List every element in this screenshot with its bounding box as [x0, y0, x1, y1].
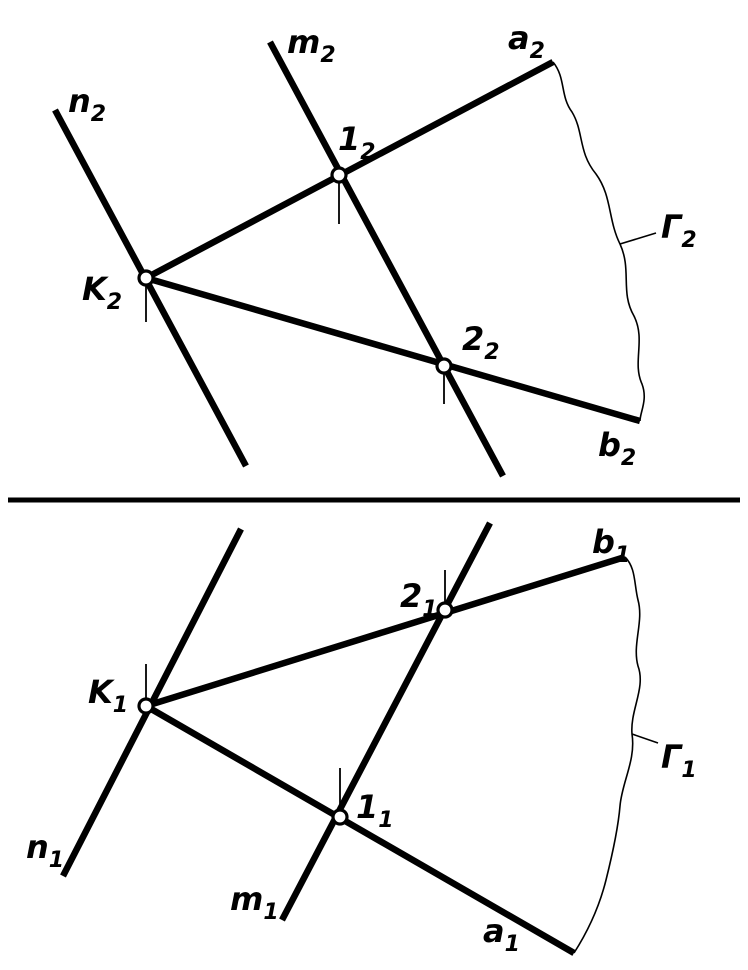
label-b1: b1: [592, 523, 630, 568]
surface-gamma-2-leader: [619, 232, 657, 245]
label-k1: K1: [88, 673, 128, 718]
point-21: [436, 601, 454, 619]
label-n1: n1: [26, 828, 64, 873]
point-k1: [137, 697, 155, 715]
point-12: [330, 166, 348, 184]
label-m1: m1: [230, 880, 279, 925]
line-b2: [145, 274, 641, 425]
projection-2: n2 m2 a2 b2 Г2 K2 12 22: [52, 19, 697, 478]
line-m2: [267, 40, 506, 478]
point-22: [435, 357, 453, 375]
label-12: 12: [338, 120, 376, 165]
surface-gamma-1-leader: [631, 733, 659, 744]
label-k2: K2: [82, 270, 122, 315]
label-22: 22: [462, 320, 500, 365]
label-a1: a1: [483, 912, 520, 957]
label-a2: a2: [508, 19, 545, 64]
line-a1: [144, 703, 576, 956]
line-m1: [279, 521, 493, 922]
label-b2: b2: [598, 426, 636, 471]
label-gamma2: Г2: [661, 208, 697, 253]
line-a2: [144, 59, 555, 281]
label-11: 11: [356, 788, 394, 833]
point-11: [331, 808, 349, 826]
label-gamma1: Г1: [661, 738, 697, 783]
line-n2: [52, 108, 249, 468]
label-21: 21: [400, 577, 438, 622]
line-b1: [145, 553, 626, 710]
surface-gamma-1-outline: [573, 556, 642, 954]
point-k2: [137, 269, 155, 287]
label-m2: m2: [287, 23, 336, 68]
projection-1: b1 21 K1 Г1 11 n1 m1 a1: [26, 521, 697, 957]
label-n2: n2: [68, 82, 106, 127]
